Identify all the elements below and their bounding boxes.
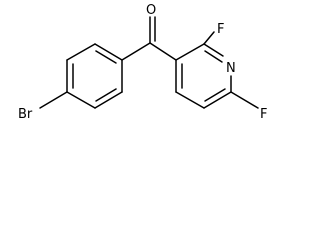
bond-pyridine-6: [175, 43, 205, 61]
bond-pyridine-to-fluorine-top: [203, 31, 215, 45]
molecule-structure: O F N F Br: [18, 3, 267, 122]
bond-benzene-double-3: [95, 88, 117, 102]
bond-carbonyl-to-benzene: [121, 42, 151, 61]
bond-benzene-4: [66, 91, 96, 109]
bond-pyridine-2: [175, 91, 205, 109]
bond-benzene-2: [66, 43, 96, 61]
atom-fluorine-top: F: [217, 22, 224, 37]
bond-pyridine-to-fluorine-bottom: [230, 91, 259, 109]
bond-benzene-1: [94, 43, 123, 61]
bond-pyridine-3: [203, 91, 232, 109]
atom-nitrogen: N: [226, 61, 236, 76]
bond-pyridine-double-2: [204, 88, 226, 102]
atom-fluorine-bottom: F: [260, 107, 267, 122]
bond-pyridine-double-3: [204, 50, 223, 63]
atom-bromine: Br: [18, 107, 33, 122]
bond-benzene-double-1: [95, 50, 117, 64]
bond-carbonyl-to-pyridine: [149, 42, 177, 61]
bond-benzene-to-bromine: [39, 91, 68, 109]
bond-benzene-5: [94, 91, 123, 109]
atom-oxygen: O: [146, 3, 156, 18]
bond-pyridine-5: [203, 43, 224, 57]
